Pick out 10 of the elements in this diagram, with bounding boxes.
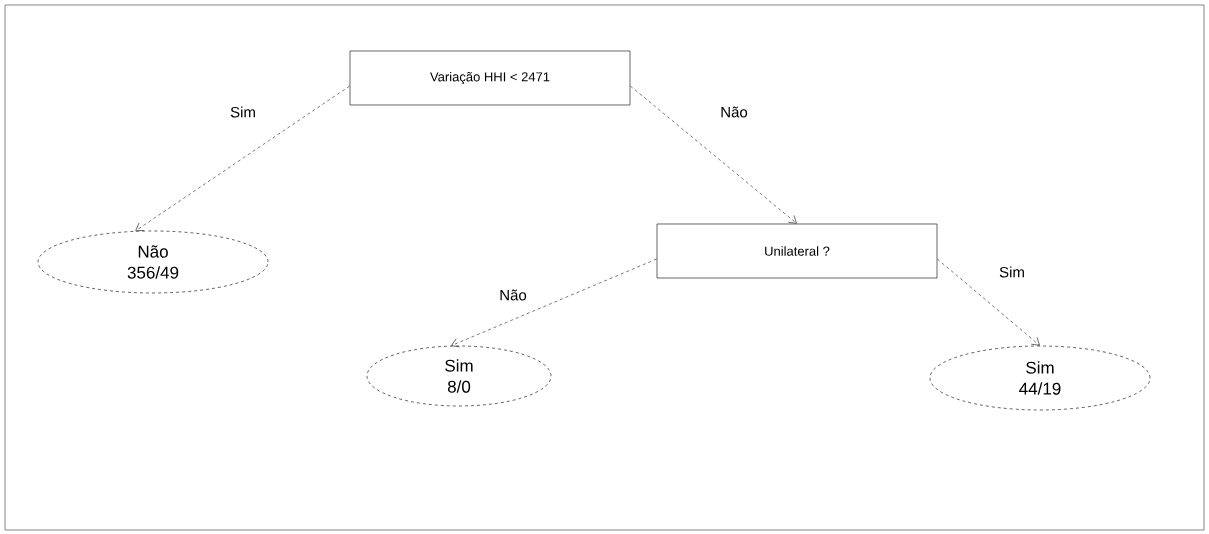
arrow [936, 258, 1040, 346]
edge-label: Não [498, 288, 528, 302]
decision-box: Variação HHI < 2471 [349, 50, 631, 106]
edge-label: Sim [998, 265, 1026, 279]
decision-box: Unilateral ? [656, 223, 938, 279]
arrow [451, 258, 658, 348]
edge-label: Sim [229, 105, 257, 119]
edge-label: Não [719, 105, 749, 119]
arrow [135, 85, 351, 232]
arrow [629, 85, 797, 224]
